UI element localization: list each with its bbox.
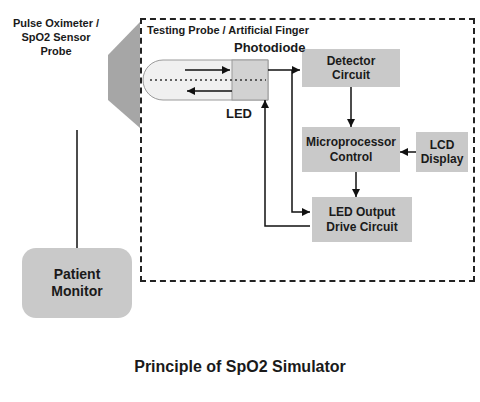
process-box: Detector Circuit	[302, 49, 400, 87]
connector-arrow	[76, 130, 78, 248]
part-label: LED	[226, 106, 252, 121]
process-box: Microprocessor Control	[302, 127, 400, 172]
simulator-frame: Testing Probe / Artificial FingerDetecto…	[140, 18, 475, 282]
connector-arrow	[400, 151, 416, 153]
caption: Principle of SpO2 Simulator	[0, 358, 480, 376]
process-box: LCD Display	[416, 132, 468, 172]
box-label: Patient Monitor	[30, 266, 124, 301]
frame-heading: Testing Probe / Artificial Finger	[147, 24, 478, 36]
process-box: LED Output Drive Circuit	[312, 197, 412, 242]
part-label: Photodiode	[234, 40, 306, 55]
connector-arrow	[350, 87, 352, 127]
connector-arrow	[355, 172, 357, 197]
sensor-probe: Pulse Oximeter / SpO2 Sensor Probe	[5, 15, 140, 130]
box-label: LED Output Drive Circuit	[316, 205, 408, 234]
box-label: Microprocessor Control	[306, 135, 396, 164]
probe-label: Pulse Oximeter / SpO2 Sensor Probe	[5, 17, 107, 58]
monitor-box: Patient Monitor	[22, 248, 132, 318]
box-label: Detector Circuit	[306, 54, 396, 83]
box-label: LCD Display	[420, 138, 464, 167]
artificial-finger	[143, 60, 268, 100]
